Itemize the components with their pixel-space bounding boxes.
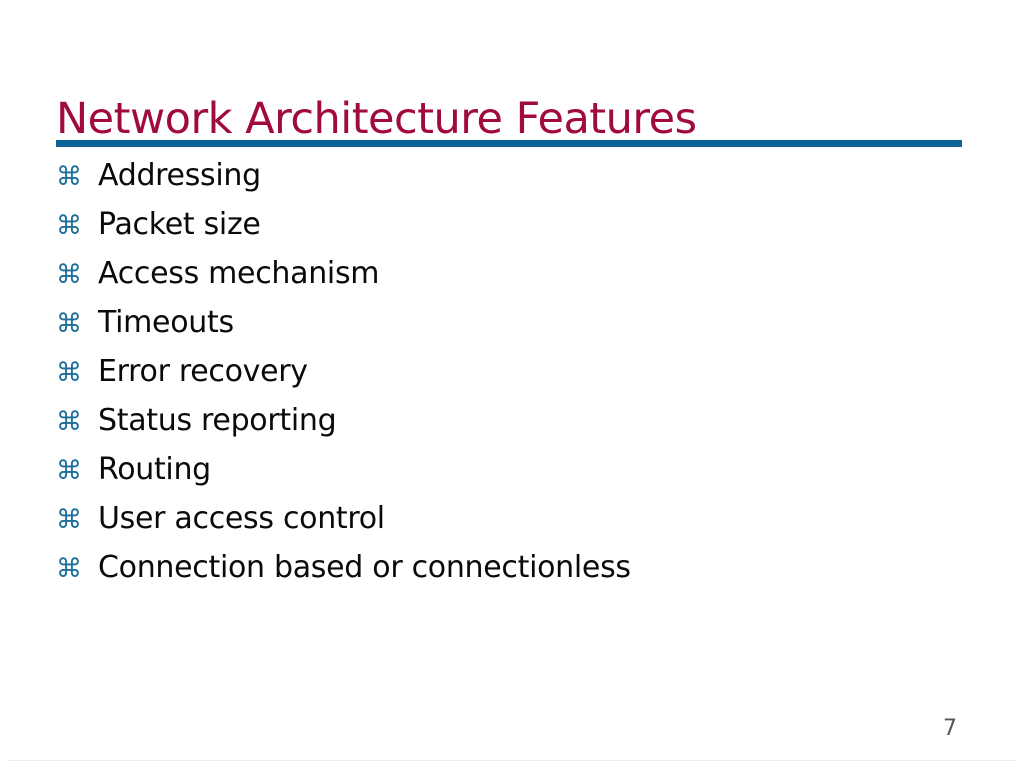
place-of-interest-icon: ⌘ bbox=[56, 260, 82, 290]
place-of-interest-icon: ⌘ bbox=[56, 211, 82, 241]
list-item-label: Timeouts bbox=[98, 305, 234, 340]
place-of-interest-icon: ⌘ bbox=[56, 456, 82, 486]
list-item: ⌘ Timeouts bbox=[56, 308, 976, 357]
place-of-interest-icon: ⌘ bbox=[56, 505, 82, 535]
slide-bottom-rule bbox=[8, 760, 1016, 761]
list-item-label: Packet size bbox=[98, 207, 261, 242]
list-item: ⌘ Access mechanism bbox=[56, 259, 976, 308]
page-title: Network Architecture Features bbox=[56, 93, 697, 144]
list-item: ⌘ Status reporting bbox=[56, 406, 976, 455]
list-item-label: Access mechanism bbox=[98, 256, 380, 291]
place-of-interest-icon: ⌘ bbox=[56, 407, 82, 437]
place-of-interest-icon: ⌘ bbox=[56, 554, 82, 584]
list-item: ⌘ Packet size bbox=[56, 210, 976, 259]
list-item-label: User access control bbox=[98, 501, 385, 536]
title-divider bbox=[56, 140, 962, 147]
list-item-label: Addressing bbox=[98, 158, 261, 193]
bullet-list: ⌘ Addressing ⌘ Packet size ⌘ Access mechanism… bbox=[56, 161, 976, 602]
list-item-label: Connection based or connectionless bbox=[98, 550, 631, 585]
page-number: 7 bbox=[943, 716, 957, 741]
list-item-label: Error recovery bbox=[98, 354, 308, 389]
list-item: ⌘ Addressing bbox=[56, 161, 976, 210]
list-item: ⌘ Routing bbox=[56, 455, 976, 504]
place-of-interest-icon: ⌘ bbox=[56, 358, 82, 388]
place-of-interest-icon: ⌘ bbox=[56, 309, 82, 339]
list-item: ⌘ Error recovery bbox=[56, 357, 976, 406]
list-item: ⌘ User access control bbox=[56, 504, 976, 553]
list-item-label: Routing bbox=[98, 452, 211, 487]
list-item: ⌘ Connection based or connectionless bbox=[56, 553, 976, 602]
list-item-label: Status reporting bbox=[98, 403, 337, 438]
place-of-interest-icon: ⌘ bbox=[56, 162, 82, 192]
